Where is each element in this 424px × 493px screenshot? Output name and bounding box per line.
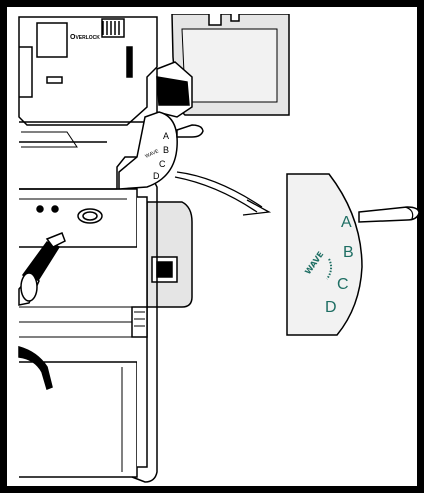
callout-d: D — [325, 299, 337, 316]
side-knob — [129, 166, 193, 483]
machine-body — [18, 16, 158, 126]
machine-illustration: A B C D WAVE Overlock A B C D WAVE — [18, 14, 420, 483]
callout-c: C — [337, 276, 349, 293]
callout-a: A — [341, 214, 352, 231]
small-dial-b: B — [163, 145, 169, 155]
small-dial-wave: WAVE — [144, 148, 160, 160]
small-dial-a: A — [163, 131, 169, 141]
presser-lever — [18, 232, 66, 306]
callout-arrow — [174, 171, 272, 216]
model-label: Overlock — [70, 34, 100, 41]
dial-callout: A B C D WAVE — [286, 173, 420, 336]
small-dial-d: D — [153, 171, 160, 181]
callout-b: B — [343, 244, 354, 261]
upper-housing — [156, 14, 290, 118]
small-dial-c: C — [159, 159, 166, 169]
small-dial: A B C D WAVE — [118, 111, 204, 190]
